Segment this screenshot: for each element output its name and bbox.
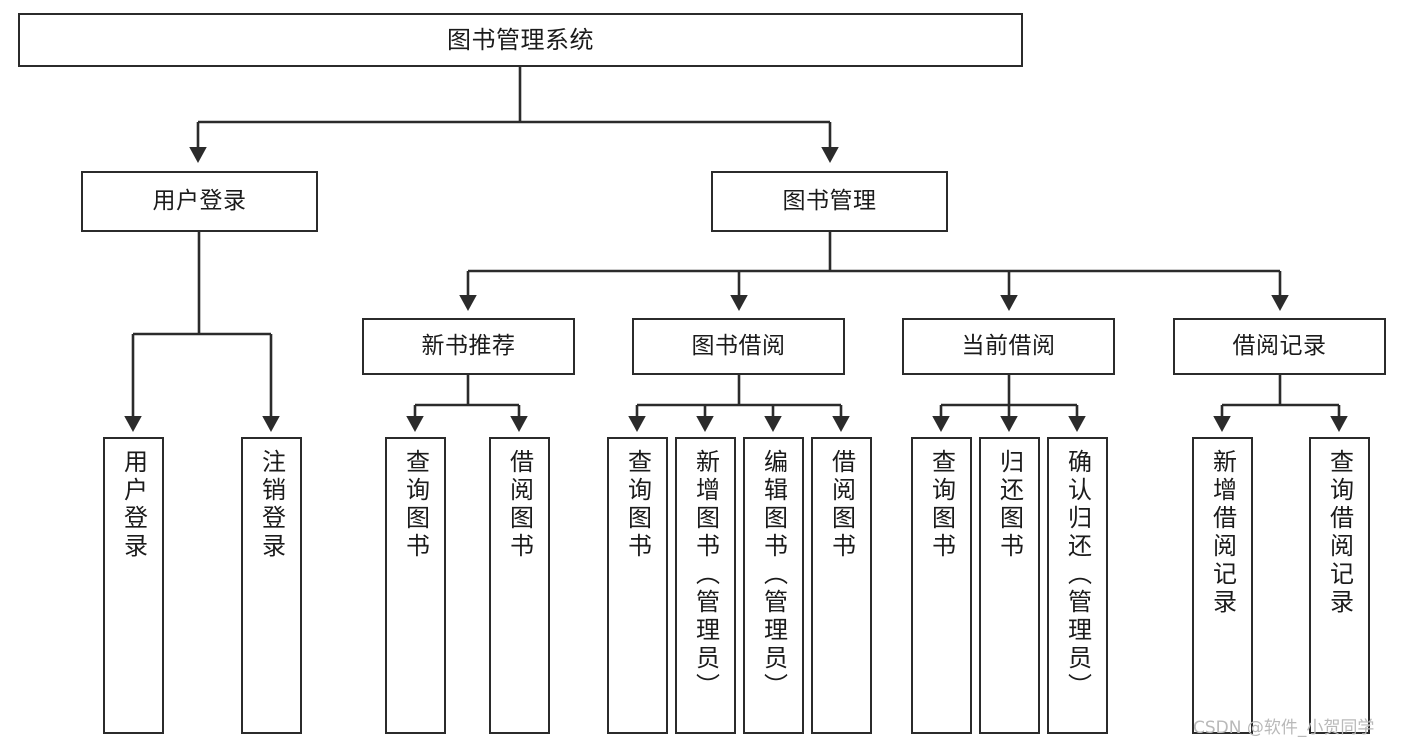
node-user-login[interactable]: 用户登录 — [81, 171, 318, 232]
node-leaf-confirm-return[interactable]: 确认归还（管理员） — [1047, 437, 1108, 734]
node-leaf-borrow-book-2[interactable]: 借阅图书 — [811, 437, 872, 734]
node-new-book-recommend-label: 新书推荐 — [421, 332, 516, 359]
node-leaf-borrow-book-1-label: 借阅图书 — [505, 449, 534, 561]
node-leaf-return-book-label: 归还图书 — [995, 449, 1024, 561]
node-book-borrow-label: 图书借阅 — [691, 332, 786, 359]
node-current-borrow-label: 当前借阅 — [961, 332, 1056, 359]
node-borrow-record-label: 借阅记录 — [1232, 332, 1327, 359]
node-leaf-query-book-3[interactable]: 查询图书 — [911, 437, 972, 734]
node-leaf-query-book-1-label: 查询图书 — [401, 449, 430, 561]
node-leaf-add-record[interactable]: 新增借阅记录 — [1192, 437, 1253, 734]
node-new-book-recommend[interactable]: 新书推荐 — [362, 318, 575, 375]
node-leaf-return-book[interactable]: 归还图书 — [979, 437, 1040, 734]
node-current-borrow[interactable]: 当前借阅 — [902, 318, 1115, 375]
node-leaf-query-record-label: 查询借阅记录 — [1325, 449, 1354, 617]
node-book-manage[interactable]: 图书管理 — [711, 171, 948, 232]
node-leaf-add-book[interactable]: 新增图书（管理员） — [675, 437, 736, 734]
node-leaf-query-book-2[interactable]: 查询图书 — [607, 437, 668, 734]
node-leaf-add-book-label: 新增图书（管理员） — [691, 449, 720, 701]
node-leaf-query-book-1[interactable]: 查询图书 — [385, 437, 446, 734]
node-leaf-query-book-2-label: 查询图书 — [623, 449, 652, 561]
node-leaf-edit-book-label: 编辑图书（管理员） — [759, 449, 788, 701]
node-root-label: 图书管理系统 — [447, 25, 594, 54]
node-root[interactable]: 图书管理系统 — [18, 13, 1023, 67]
node-leaf-user-login[interactable]: 用户登录 — [103, 437, 164, 734]
node-leaf-borrow-book-2-label: 借阅图书 — [827, 449, 856, 561]
node-user-login-label: 用户登录 — [152, 187, 247, 214]
node-leaf-query-record[interactable]: 查询借阅记录 — [1309, 437, 1370, 734]
node-leaf-user-logout[interactable]: 注销登录 — [241, 437, 302, 734]
node-book-borrow[interactable]: 图书借阅 — [632, 318, 845, 375]
node-book-manage-label: 图书管理 — [782, 187, 877, 214]
node-leaf-user-login-label: 用户登录 — [119, 449, 148, 561]
node-leaf-user-logout-label: 注销登录 — [257, 449, 286, 561]
node-leaf-add-record-label: 新增借阅记录 — [1208, 449, 1237, 617]
node-leaf-query-book-3-label: 查询图书 — [927, 449, 956, 561]
node-borrow-record[interactable]: 借阅记录 — [1173, 318, 1386, 375]
node-leaf-edit-book[interactable]: 编辑图书（管理员） — [743, 437, 804, 734]
node-leaf-confirm-return-label: 确认归还（管理员） — [1063, 449, 1092, 701]
node-leaf-borrow-book-1[interactable]: 借阅图书 — [489, 437, 550, 734]
